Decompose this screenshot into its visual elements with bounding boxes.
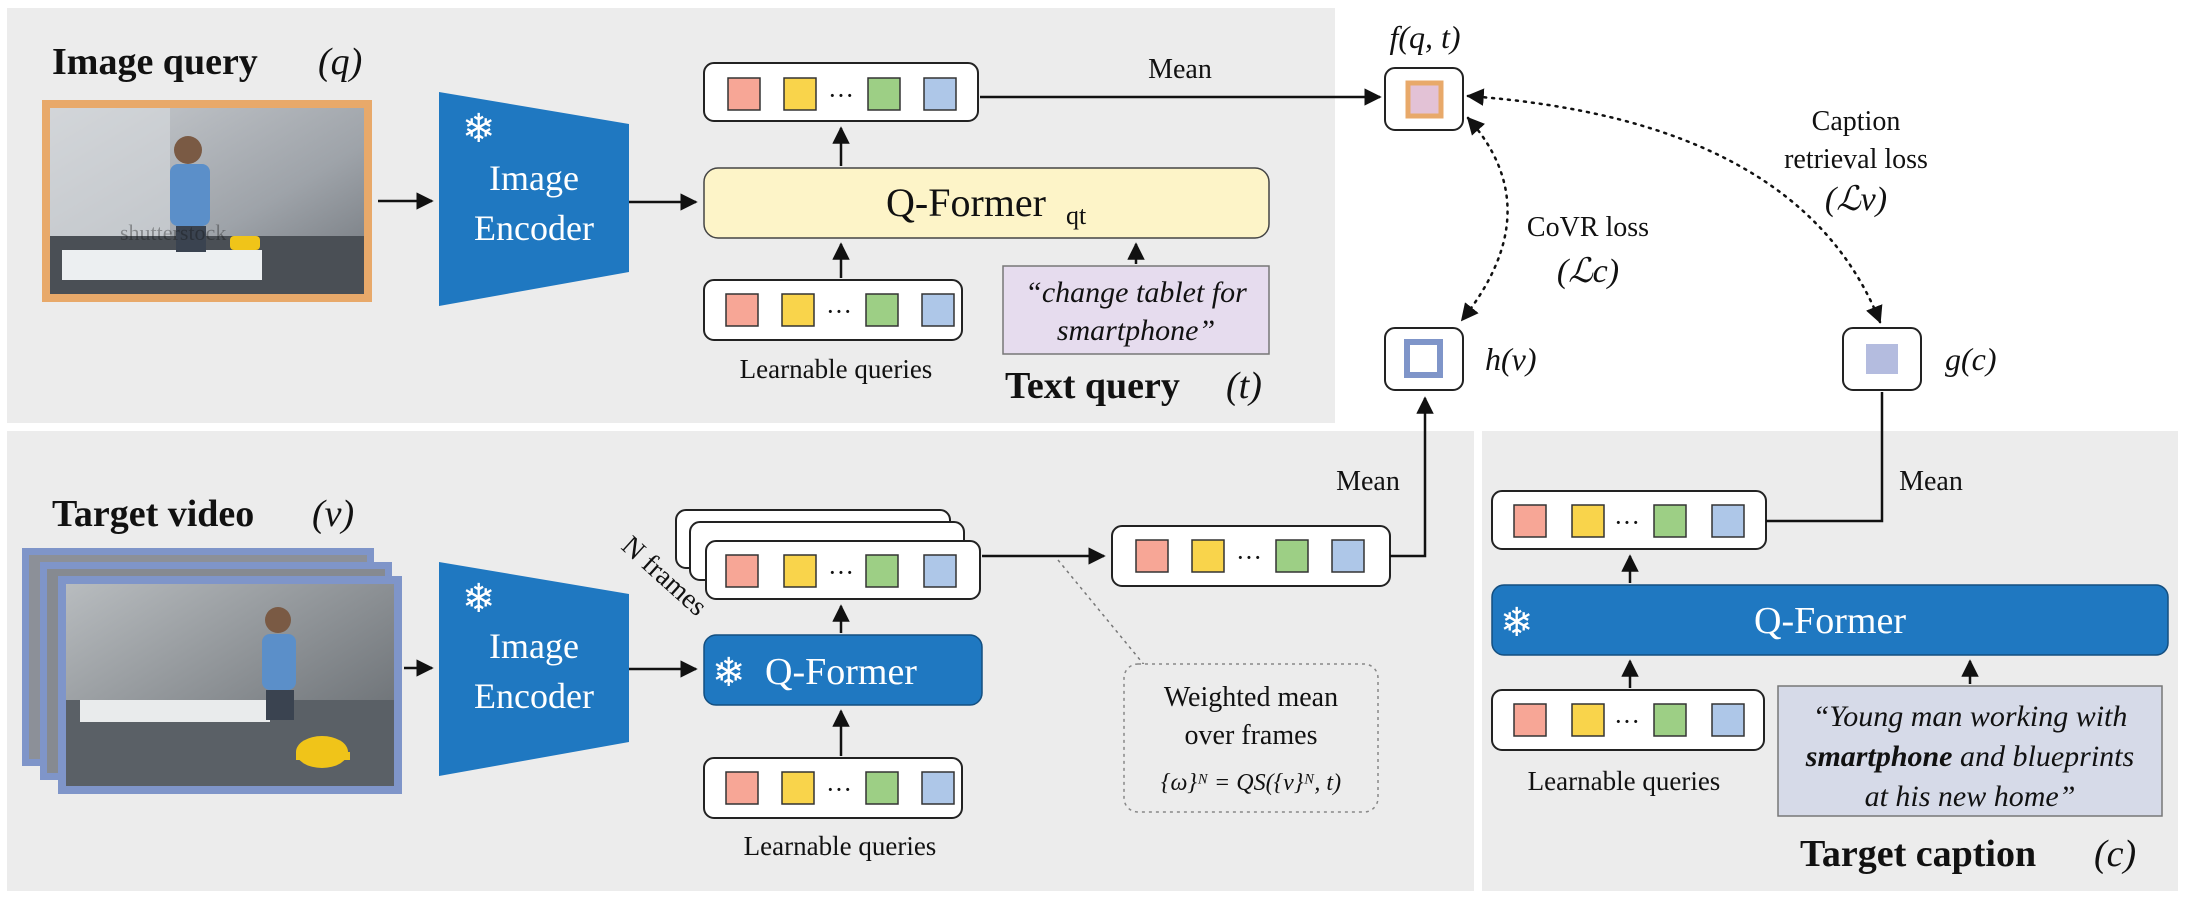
g-label: g(c) — [1945, 341, 1997, 377]
covr-loss-label: CoVR loss — [1527, 212, 1649, 243]
image-query-symbol: (q) — [318, 41, 362, 83]
learnable-queries-video: ··· — [703, 757, 963, 819]
qformer-qt: Q-Former qt — [703, 167, 1270, 239]
f-label: f(q, t) — [1389, 19, 1460, 55]
learnable-queries-top: ··· — [703, 279, 963, 341]
svg-text:···: ··· — [828, 558, 854, 587]
caption-loss-arrow — [1466, 88, 1883, 324]
qformer-caption: ❄ Q-Former — [1491, 584, 2169, 656]
snowflake-icon: ❄ — [462, 106, 496, 152]
snowflake-icon: ❄ — [712, 650, 746, 696]
snowflake-icon: ❄ — [462, 576, 496, 622]
target-caption-symbol: (c) — [2094, 833, 2136, 875]
svg-text:Image: Image — [489, 158, 579, 198]
h-embedding — [1384, 327, 1464, 391]
g-embedding — [1842, 327, 1922, 391]
caption-loss-symbol: (ℒv) — [1825, 181, 1887, 218]
learnable-queries-label-video: Learnable queries — [744, 831, 937, 861]
svg-text:···: ··· — [826, 297, 852, 326]
svg-text:smartphone”: smartphone” — [1057, 314, 1215, 347]
caption-text-box: “Young man working with smartphone and b… — [1777, 685, 2163, 817]
weighted-mean-box: Weighted mean over frames {ω}ᴺ = QS({v}ᴺ… — [1123, 663, 1379, 813]
learnable-queries-label-top: Learnable queries — [740, 354, 933, 384]
svg-text:Q-Former: Q-Former — [886, 180, 1046, 225]
svg-text:···: ··· — [828, 81, 854, 110]
covr-loss-symbol: (ℒc) — [1557, 253, 1619, 290]
image-encoder-video: ❄ Image Encoder — [439, 562, 629, 776]
learnable-queries-caption: ··· — [1491, 689, 1765, 751]
svg-text:Q-Former: Q-Former — [1754, 600, 1906, 642]
text-query-symbol: (t) — [1226, 365, 1262, 407]
svg-text:shutterstock: shutterstock — [120, 220, 226, 245]
f-embedding — [1384, 67, 1464, 131]
svg-text:···: ··· — [1614, 508, 1640, 537]
svg-text:{ω}ᴺ = QS({v}ᴺ, t): {ω}ᴺ = QS({v}ᴺ, t) — [1161, 770, 1341, 796]
mean-label-query: Mean — [1148, 54, 1212, 85]
target-caption-title: Target caption — [1800, 833, 2036, 875]
target-video-title: Target video — [52, 493, 254, 535]
qformer-video: ❄ Q-Former — [703, 634, 983, 706]
svg-text:Q-Former: Q-Former — [765, 651, 917, 693]
svg-text:Encoder: Encoder — [474, 208, 594, 248]
svg-text:···: ··· — [826, 775, 852, 804]
svg-text:over frames: over frames — [1185, 720, 1318, 751]
image-query-title: Image query — [52, 41, 258, 83]
caption-output-tokens: ··· — [1491, 490, 1767, 550]
caption-loss-label-1: Caption — [1812, 106, 1901, 137]
svg-text:smartphone and blueprints: smartphone and blueprints — [1805, 740, 2134, 773]
covr-loss-arrow — [1460, 116, 1509, 322]
svg-text:Image: Image — [489, 626, 579, 666]
caption-loss-label-2: retrieval loss — [1784, 144, 1928, 175]
text-query-title: Text query — [1005, 365, 1180, 407]
svg-text:···: ··· — [1614, 707, 1640, 736]
target-video-symbol: (v) — [312, 493, 354, 535]
h-label: h(v) — [1485, 341, 1537, 377]
video-frame-tokens: ··· — [675, 509, 981, 600]
image-query-photo: shutterstock — [42, 100, 372, 302]
mean-label-video: Mean — [1336, 466, 1400, 497]
target-video-frames — [22, 548, 402, 794]
image-encoder-query: ❄ Image Encoder — [439, 92, 629, 306]
video-mean-tokens: ··· — [1111, 525, 1391, 587]
svg-text:“Young man working with: “Young man working with — [1813, 700, 2128, 733]
svg-text:at his new home”: at his new home” — [1865, 780, 2076, 813]
svg-text:···: ··· — [1236, 543, 1262, 572]
learnable-queries-label-caption: Learnable queries — [1528, 766, 1721, 796]
mean-label-caption: Mean — [1899, 466, 1963, 497]
svg-text:Weighted mean: Weighted mean — [1164, 682, 1338, 713]
svg-text:“change tablet for: “change tablet for — [1025, 276, 1247, 309]
svg-text:qt: qt — [1066, 201, 1087, 230]
qformer-output-tokens: ··· — [703, 62, 979, 122]
text-query-box: “change tablet for smartphone” — [1002, 265, 1270, 355]
svg-text:Encoder: Encoder — [474, 676, 594, 716]
snowflake-icon: ❄ — [1500, 600, 1534, 646]
